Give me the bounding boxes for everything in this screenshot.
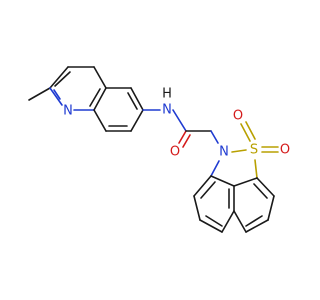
atom-carbonyl-o: O: [170, 145, 180, 160]
bond-c8-c8a: [93, 109, 107, 132]
bond-c5-c6: [245, 219, 269, 233]
bond-c2-c3: [193, 195, 201, 221]
bond-methyl: [28, 87, 51, 101]
atom-sulfur: S: [250, 143, 258, 158]
bond-nh-co: [172, 109, 187, 132]
bond-c4-c4a: [221, 210, 235, 233]
bond-c7-c8: [256, 177, 275, 197]
bond-c6-c7: [267, 195, 275, 221]
molecule-drawing: N N H O N S O O: [28, 66, 290, 233]
bond-c1-c2-inner: [200, 181, 216, 199]
bond-c4a-c8a-inner: [89, 88, 101, 107]
bond-c4-c4a: [93, 66, 107, 89]
bond-c2-c3: [49, 66, 69, 89]
atom-quinoline-n: N: [63, 104, 73, 119]
bond-n-c1: [210, 160, 220, 177]
atom-sulfonyl-o1: O: [233, 109, 243, 124]
bond-n1-c2: [49, 87, 63, 106]
atom-amide-n: N: [162, 103, 172, 118]
bond-co-o: [178, 130, 187, 144]
bond-c1-c2: [193, 175, 212, 197]
bond-c4a-c5: [233, 210, 247, 233]
bond-c3-c4-inner: [205, 215, 223, 227]
atom-sulfonyl-o2: O: [280, 143, 290, 158]
bond-c8-c8a: [233, 177, 258, 187]
atom-sultam-n: N: [219, 145, 229, 160]
bond-c4a-c8a: [93, 87, 107, 111]
bond-s-c8: [254, 159, 258, 179]
bond-c3-c4: [199, 219, 223, 233]
bond-s-o1-double: [245, 121, 256, 140]
bond-c5-c6-inner: [127, 92, 138, 110]
bond-c5-c6-inner: [245, 215, 263, 227]
bond-c5-c6: [130, 87, 144, 111]
bond-n1-c2-inner: [53, 89, 61, 100]
bond-s-o1: [240, 123, 251, 142]
bond-ch2-nsultam: [210, 130, 219, 144]
bond-c7-c8-inner: [253, 183, 268, 199]
bond-c6-c7: [130, 109, 144, 132]
bond-c2-c3-inner: [54, 71, 71, 87]
bond-c1-c8a: [210, 175, 235, 187]
bond-n-s: [231, 149, 247, 153]
bond-co-o-double: [182, 134, 191, 148]
atom-amide-h: H: [162, 87, 172, 102]
structure-canvas: N N H O N S O O: [28, 66, 290, 233]
